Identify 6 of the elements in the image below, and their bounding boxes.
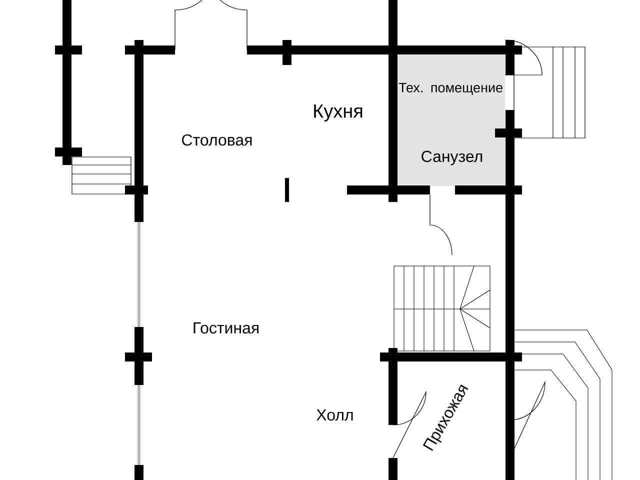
- room-label: Кухня: [314, 104, 362, 122]
- room-label: Тех. помещение: [398, 83, 502, 95]
- room-label: Холл: [316, 409, 353, 421]
- room-label: Санузел: [422, 150, 482, 166]
- room-label: Столовая: [182, 134, 252, 146]
- room-label: Гостиная: [194, 322, 258, 334]
